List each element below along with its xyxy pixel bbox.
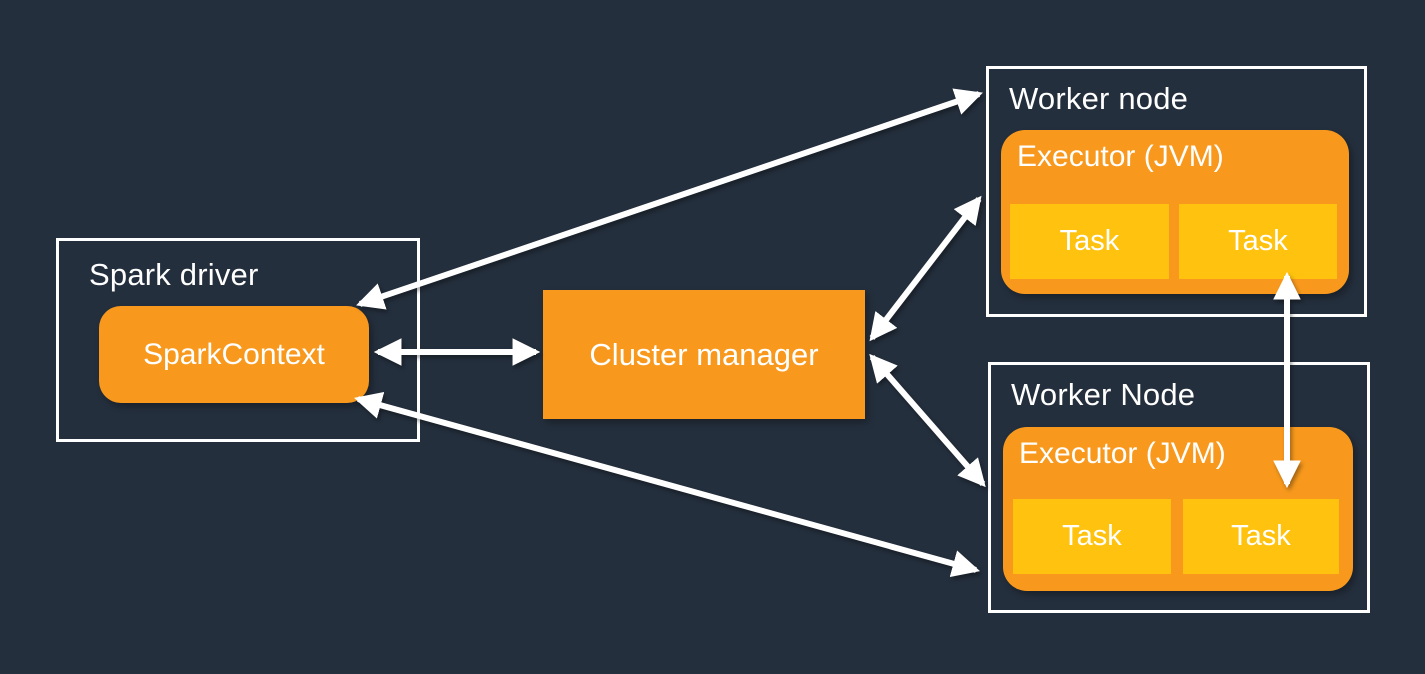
worker-bottom-executor-box: Executor (JVM) Task Task <box>1003 427 1353 591</box>
arrow-sparkcontext-to-worker-node-top <box>356 88 983 310</box>
arrow-sparkcontext-to-worker-node-bottom <box>354 391 980 578</box>
spark-driver-box: Spark driver SparkContext <box>56 238 420 442</box>
spark-driver-label: Spark driver <box>89 257 259 292</box>
arrow-cluster-manager-to-worker-bottom-executor <box>869 353 986 488</box>
sparkcontext-label: SparkContext <box>143 337 325 371</box>
arrow-cluster-manager-to-worker-top-executor <box>869 195 982 342</box>
worker-node-top-box: Worker node Executor (JVM) Task Task <box>986 66 1367 317</box>
worker-node-bottom-label: Worker Node <box>1011 377 1196 412</box>
sparkcontext-box: SparkContext <box>99 306 369 403</box>
worker-bottom-executor-label: Executor (JVM) <box>1019 437 1226 470</box>
worker-node-top-label: Worker node <box>1009 81 1189 116</box>
worker-top-executor-label: Executor (JVM) <box>1017 140 1224 173</box>
cluster-manager-label: Cluster manager <box>589 336 819 372</box>
worker-top-task-2: Task <box>1179 204 1337 279</box>
cluster-manager-box: Cluster manager <box>543 290 865 419</box>
worker-node-bottom-box: Worker Node Executor (JVM) Task Task <box>988 362 1370 613</box>
worker-top-task-1: Task <box>1010 204 1169 279</box>
worker-bottom-task-2: Task <box>1183 499 1339 574</box>
worker-top-executor-box: Executor (JVM) Task Task <box>1001 130 1349 294</box>
worker-bottom-task-1: Task <box>1013 499 1171 574</box>
